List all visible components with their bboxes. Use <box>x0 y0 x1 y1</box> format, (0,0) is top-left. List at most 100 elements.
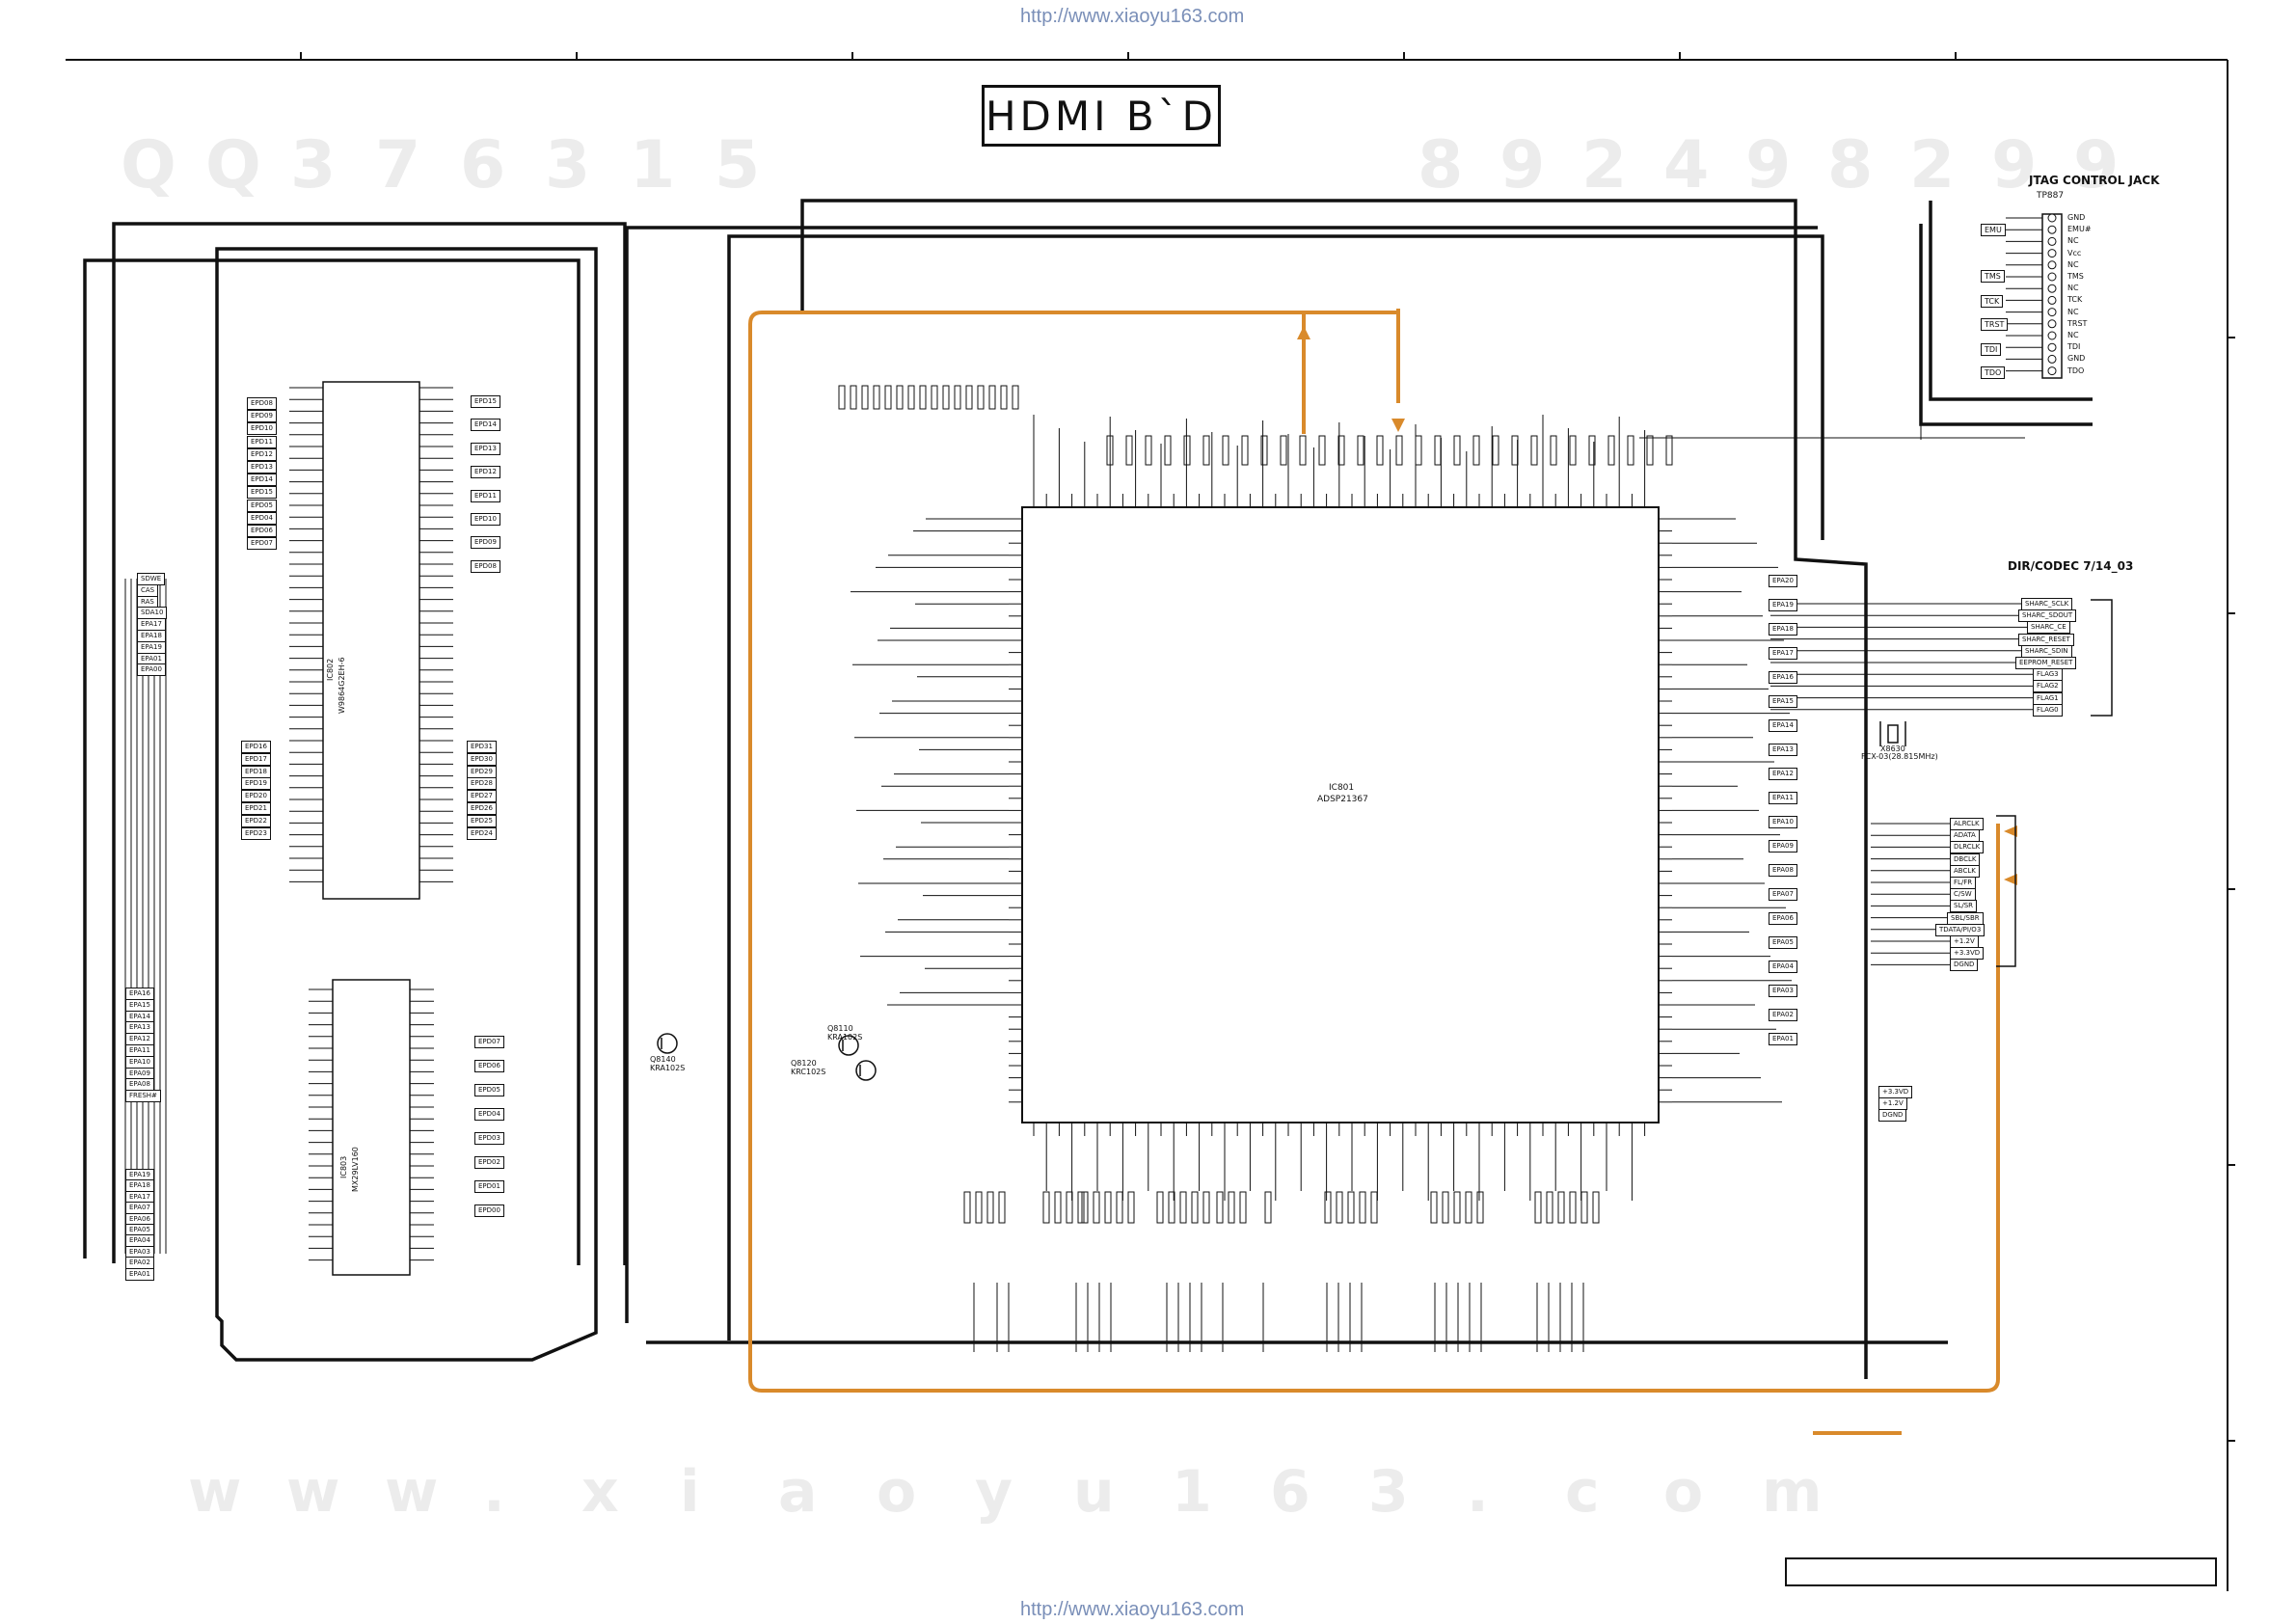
dir-codec-signal-tag: SHARC_SCLK <box>2021 598 2073 610</box>
watermark-char: 9 <box>2073 127 2120 203</box>
flash-data-tag: EPD04 <box>474 1108 504 1121</box>
jtag-pin-label: EMU# <box>2067 225 2092 234</box>
watermark-char: . <box>1467 1458 1489 1526</box>
jtag-ref: TP887 <box>2037 191 2065 201</box>
jtag-pin <box>2047 272 2057 282</box>
dsp-addr-tag: EPA02 <box>1769 1009 1797 1021</box>
resistor <box>1179 1191 1187 1224</box>
sdram-data-tag: EPD30 <box>467 752 497 766</box>
resistor <box>1395 435 1403 466</box>
dsp-addr-tag: EPA12 <box>1769 768 1797 780</box>
flash-data-tag: EPD02 <box>474 1156 504 1169</box>
capacitor-array <box>954 385 961 410</box>
ic803-ref: IC803 <box>339 1155 348 1178</box>
jtag-pin-label: TMS <box>2067 272 2084 281</box>
watermark-char: 9 <box>1991 127 2038 203</box>
capacitor-array <box>988 385 996 410</box>
ic802-ref: IC802 <box>326 658 335 681</box>
sdram-ctrl-tag: EPA00 <box>137 663 166 677</box>
resistor <box>1453 435 1461 466</box>
jtag-pin-label: TCK <box>2067 295 2083 305</box>
dir-codec-signal-tag: FLAG2 <box>2033 680 2063 693</box>
sdram-data-tag: EPD11 <box>247 435 277 448</box>
capacitor-array <box>965 385 973 410</box>
resistor <box>1145 435 1152 466</box>
ic801-part: ADSP21367 <box>1317 795 1368 804</box>
resistor <box>1127 1191 1135 1224</box>
resistor <box>1106 435 1114 466</box>
ic801-ref: IC801 <box>1329 783 1355 793</box>
resistor <box>1376 435 1384 466</box>
sdram-data-tag: EPD12 <box>471 466 500 479</box>
resistor <box>1646 435 1654 466</box>
sdram-data-tag: EPD27 <box>467 790 497 803</box>
capacitor-array <box>838 385 846 410</box>
watermark-char: 3 <box>290 127 337 203</box>
resistor <box>1077 1191 1085 1224</box>
header-url[interactable]: http://www.xiaoyu163.com <box>1020 6 1245 27</box>
resistor <box>1125 435 1133 466</box>
sdram-data-tag: EPD15 <box>247 486 277 500</box>
crystal-label: FCX-03(28.815MHz) <box>1861 752 1938 761</box>
dsp-addr-tag: EPA09 <box>1769 840 1797 853</box>
watermark-char: o <box>877 1458 917 1526</box>
resistor <box>975 1191 983 1224</box>
jtag-pin-label: NC <box>2067 284 2079 293</box>
jtag-pin-label: NC <box>2067 307 2079 316</box>
flash-data-tag: EPD05 <box>474 1084 504 1096</box>
resistor <box>1156 1191 1164 1224</box>
watermark-char: 3 <box>1368 1458 1409 1526</box>
dsp-addr-tag: EPA14 <box>1769 719 1797 732</box>
flash-data-tag: EPD03 <box>474 1132 504 1145</box>
sdram-data-tag: EPD22 <box>241 814 271 827</box>
resistor <box>1183 435 1191 466</box>
resistor <box>1465 1191 1472 1224</box>
dsp-addr-tag: EPA15 <box>1769 695 1797 708</box>
resistor <box>1359 1191 1366 1224</box>
dir-codec-signal-tag: FLAG0 <box>2033 703 2063 717</box>
resistor <box>1569 1191 1577 1224</box>
capacitor-array <box>931 385 938 410</box>
watermark-char: Q <box>205 127 261 203</box>
watermark-char: 7 <box>375 127 421 203</box>
transistor-q8120-label: Q8120 KRC102S <box>791 1059 826 1076</box>
flash-addr-tag: FRESH# <box>125 1090 161 1103</box>
resistor <box>1472 435 1480 466</box>
resistor <box>1430 1191 1438 1224</box>
sdram-data-tag: EPD04 <box>247 511 277 525</box>
jtag-net-tag: TCK <box>1981 295 2004 308</box>
resistor <box>1588 435 1596 466</box>
sdram-data-tag: EPD12 <box>247 447 277 461</box>
resistor <box>998 1191 1006 1224</box>
jtag-pin-label: Vcc <box>2067 248 2082 257</box>
resistor <box>1546 1191 1553 1224</box>
dir-codec-signal-tag: SBL/SBR <box>1947 911 1984 925</box>
jtag-pin-circles <box>2047 213 2057 376</box>
capacitor-array <box>896 385 904 410</box>
footer-url[interactable]: http://www.xiaoyu163.com <box>1020 1599 1245 1620</box>
sdram-data-tag: EPD08 <box>471 559 500 573</box>
resistor <box>1580 1191 1588 1224</box>
ic803-part: MX29LV160 <box>351 1147 360 1192</box>
dsp-addr-tag: EPA01 <box>1769 1033 1797 1045</box>
resistor <box>1511 435 1519 466</box>
flash-addr-tag: EPA17 <box>125 1190 154 1204</box>
capacitor-array <box>977 385 985 410</box>
watermark-char: 1 <box>630 127 676 203</box>
resistor <box>1453 1191 1461 1224</box>
resistor <box>1299 435 1307 466</box>
capacitor-array <box>850 385 857 410</box>
resistor <box>1347 1191 1355 1224</box>
jtag-pin <box>2047 213 2057 223</box>
dir-codec-signal-tag: ABCLK <box>1950 864 1980 878</box>
sdram-data-tag: EPD13 <box>247 461 277 474</box>
resistor <box>1557 1191 1565 1224</box>
resistor <box>1228 1191 1235 1224</box>
flash-data-tag: EPD07 <box>474 1036 504 1048</box>
dir-codec-signal-tag: C/SW <box>1950 888 1976 902</box>
watermark-char: u <box>1073 1458 1115 1526</box>
sdram-data-tag: EPD09 <box>471 536 500 550</box>
watermark-char: 6 <box>460 127 506 203</box>
ic802-body <box>322 381 420 900</box>
resistor <box>1442 1191 1449 1224</box>
